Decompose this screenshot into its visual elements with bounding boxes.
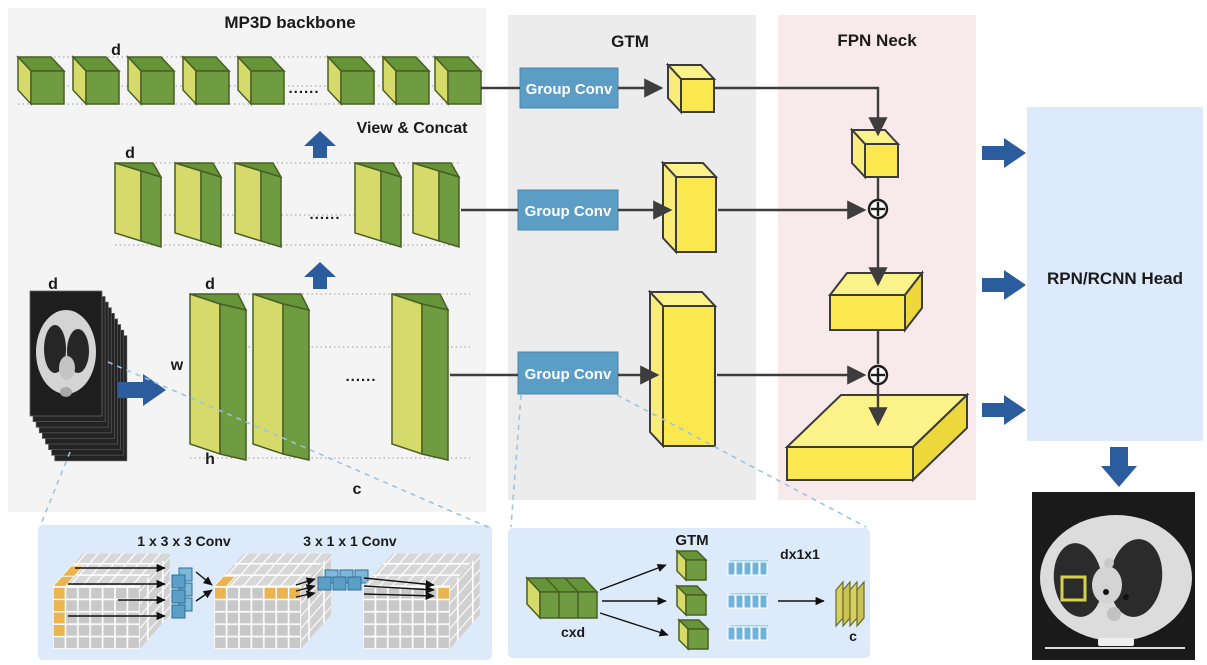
feature-cube-row1 <box>16 55 483 106</box>
gtm-output-cube <box>665 62 717 115</box>
label-d: d <box>48 276 58 293</box>
conv2-label: 3 x 1 x 1 Conv <box>303 533 397 549</box>
fpn-cube <box>849 127 901 180</box>
sum-icon <box>867 198 889 220</box>
conv-kernel-311 <box>317 569 369 591</box>
fpn-box-big <box>784 392 970 483</box>
conv1-label: 1 x 3 x 3 Conv <box>137 533 231 549</box>
conv-kernel-133 <box>171 567 193 619</box>
rpn-rcnn-head-box <box>1027 107 1203 441</box>
sum-icon <box>867 364 889 386</box>
backbone-title: MP3D backbone <box>224 13 355 32</box>
head-title: RPN/RCNN Head <box>1047 269 1183 288</box>
group-conv-label: Group Conv <box>526 81 613 98</box>
gtm-detail-title: GTM <box>675 532 708 549</box>
gtm-output-slab-mid <box>660 160 719 255</box>
feature-slab-row3 <box>189 292 450 461</box>
gtm-mini-cube <box>675 549 708 582</box>
conv-detail-arrows <box>68 563 435 621</box>
label-d: d <box>205 276 215 293</box>
group-conv-button-1: Group Conv <box>519 67 619 109</box>
gtm-title: GTM <box>611 32 649 51</box>
gtm-mini-cube <box>675 584 708 617</box>
weight-cells <box>727 560 768 641</box>
view-concat-label: View & Concat <box>357 120 469 137</box>
group-conv-button-3: Group Conv <box>517 351 619 395</box>
group-conv-label: Group Conv <box>525 366 612 383</box>
cxd-bar <box>525 576 599 620</box>
cxd-label: cxd <box>561 624 585 640</box>
gtm-output-slab-big <box>647 289 718 449</box>
group-conv-button-2: Group Conv <box>517 189 619 231</box>
fpn-title: FPN Neck <box>837 31 917 50</box>
label-d: d <box>125 145 135 162</box>
voxel-grid-2 <box>213 552 331 649</box>
fpn-box-mid <box>827 270 925 333</box>
dashed-connectors <box>40 361 867 529</box>
feature-slab-row2 <box>114 161 461 249</box>
orange-cells <box>52 565 85 636</box>
up-arrow-icon <box>304 131 336 158</box>
c-label: c <box>849 628 857 644</box>
head-arrow-icon <box>982 270 1026 300</box>
channel-stack <box>835 580 865 628</box>
label-d: d <box>111 42 121 59</box>
gtm-mini-cube <box>677 618 710 651</box>
voxel-grid-3 <box>363 552 480 649</box>
ellipsis: ...... <box>345 368 376 385</box>
flow-lines <box>450 78 888 427</box>
output-arrow-icon <box>1101 447 1137 487</box>
orange-cells <box>438 587 449 599</box>
detection-box <box>1060 575 1087 602</box>
ct-output-image <box>1032 492 1195 660</box>
head-arrow-icon <box>982 138 1026 168</box>
ct-input-stack <box>29 290 128 462</box>
group-conv-label: Group Conv <box>525 203 612 220</box>
label-c: c <box>353 481 362 498</box>
orange-cells <box>213 575 301 599</box>
ellipsis: ...... <box>309 206 340 223</box>
ellipsis: ...... <box>288 80 319 97</box>
voxel-grid-1 <box>52 552 170 649</box>
head-arrow-icon <box>982 395 1026 425</box>
label-h: h <box>205 451 215 468</box>
label-w: w <box>170 357 184 374</box>
dx1x1-label: dx1x1 <box>780 546 820 562</box>
gtm-fan-arrows <box>599 564 669 637</box>
up-arrow-icon <box>304 262 336 289</box>
